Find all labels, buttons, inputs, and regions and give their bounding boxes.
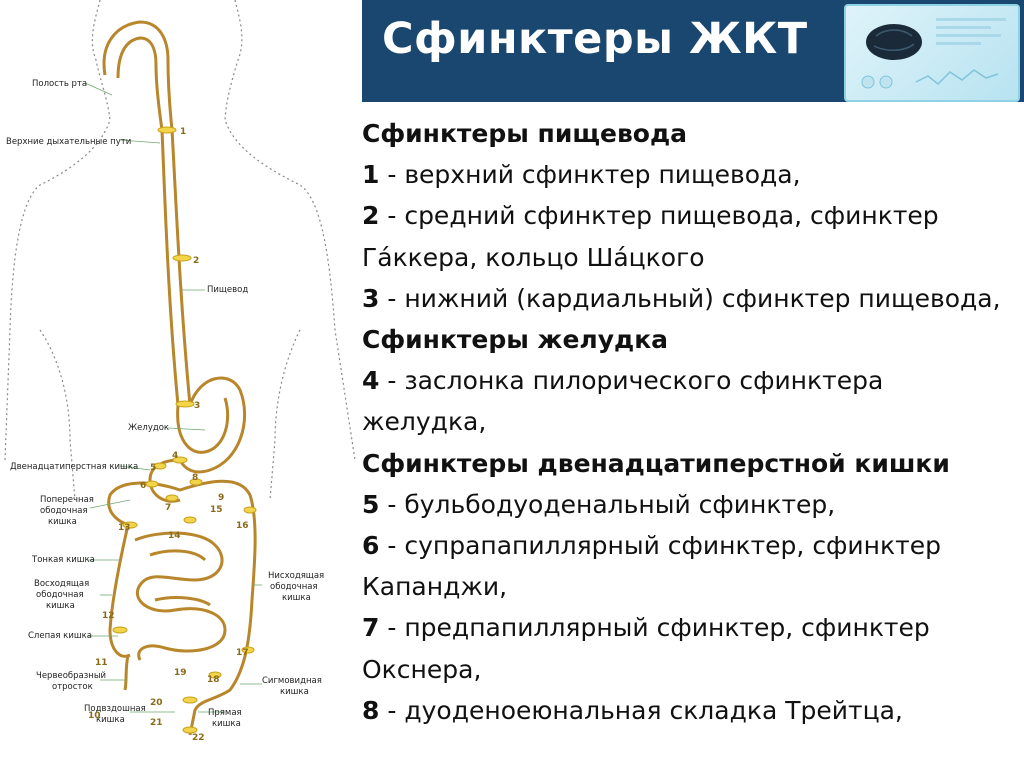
svg-text:20: 20: [150, 698, 163, 708]
svg-text:ободочная: ободочная: [40, 506, 88, 516]
svg-text:Восходящая: Восходящая: [34, 579, 89, 589]
slide-header: Сфинктеры ЖКТ: [362, 0, 1024, 102]
list-item: 6 - супрапапиллярный сфинктер, сфинктер …: [362, 525, 1012, 607]
svg-text:ободочная: ободочная: [270, 582, 318, 592]
svg-text:2: 2: [193, 256, 199, 266]
sphincter-list: Сфинктеры пищевода 1 - верхний сфинктер …: [362, 113, 1012, 731]
heading-esophagus: Сфинктеры пищевода: [362, 113, 1012, 154]
svg-text:Двенадцатиперстная кишка: Двенадцатиперстная кишка: [10, 462, 138, 472]
svg-text:8: 8: [192, 473, 198, 483]
list-item: 5 - бульбодуоденальный сфинктер,: [362, 484, 1012, 525]
slide-title: Сфинктеры ЖКТ: [382, 14, 808, 64]
svg-text:Прямая: Прямая: [208, 708, 242, 718]
svg-text:5: 5: [150, 463, 156, 473]
heading-duodenum: Сфинктеры двенадцатиперстной кишки: [362, 443, 1012, 484]
svg-text:18: 18: [207, 675, 220, 685]
svg-text:7: 7: [165, 503, 171, 513]
svg-text:6: 6: [140, 481, 146, 491]
svg-text:14: 14: [168, 531, 181, 541]
svg-text:13: 13: [118, 523, 131, 533]
svg-text:кишка: кишка: [280, 687, 309, 697]
list-item: 3 - нижний (кардиальный) сфинктер пищево…: [362, 278, 1012, 319]
svg-text:Сигмовидная: Сигмовидная: [262, 676, 322, 686]
svg-text:12: 12: [102, 611, 115, 621]
digestive-tract-diagram: Полость рта Верхние дыхательные пути Пищ…: [0, 0, 362, 767]
svg-text:ободочная: ободочная: [36, 590, 84, 600]
svg-text:17: 17: [236, 648, 249, 658]
svg-text:Пищевод: Пищевод: [207, 285, 248, 295]
svg-text:4: 4: [172, 451, 178, 461]
svg-text:Червеобразный: Червеобразный: [36, 671, 106, 681]
list-item: 8 - дуоденоеюнальная складка Трейтца,: [362, 690, 1012, 731]
svg-text:Слепая кишка: Слепая кишка: [28, 631, 92, 641]
list-item: 7 - предпапиллярный сфинктер, сфинктер О…: [362, 607, 1012, 689]
svg-text:кишка: кишка: [282, 593, 311, 603]
svg-text:11: 11: [95, 658, 108, 668]
list-item: 2 - средний сфинктер пищевода, сфинктер …: [362, 195, 1012, 277]
svg-text:Желудок: Желудок: [128, 423, 169, 433]
svg-text:3: 3: [194, 401, 200, 411]
svg-text:кишка: кишка: [212, 719, 241, 729]
brain-scan-thumbnail: [844, 4, 1020, 102]
svg-text:15: 15: [210, 505, 223, 515]
svg-text:10: 10: [88, 711, 101, 721]
heading-stomach: Сфинктеры желудка: [362, 319, 1012, 360]
svg-text:отросток: отросток: [52, 682, 93, 692]
svg-text:Тонкая кишка: Тонкая кишка: [31, 555, 95, 565]
svg-text:22: 22: [192, 733, 205, 743]
svg-text:1: 1: [180, 127, 186, 137]
svg-text:Верхние дыхательные пути: Верхние дыхательные пути: [6, 137, 131, 147]
svg-text:Полость рта: Полость рта: [32, 79, 87, 89]
svg-text:кишка: кишка: [48, 517, 77, 527]
svg-text:9: 9: [218, 493, 224, 503]
svg-text:кишка: кишка: [46, 601, 75, 611]
list-item: 4 - заслонка пилорического сфинктера жел…: [362, 360, 1012, 442]
svg-text:Нисходящая: Нисходящая: [268, 571, 324, 581]
svg-text:19: 19: [174, 668, 187, 678]
svg-text:16: 16: [236, 521, 249, 531]
svg-text:21: 21: [150, 718, 163, 728]
svg-text:Поперечная: Поперечная: [40, 495, 94, 505]
brain-icon: [846, 6, 1018, 100]
list-item: 1 - верхний сфинктер пищевода,: [362, 154, 1012, 195]
